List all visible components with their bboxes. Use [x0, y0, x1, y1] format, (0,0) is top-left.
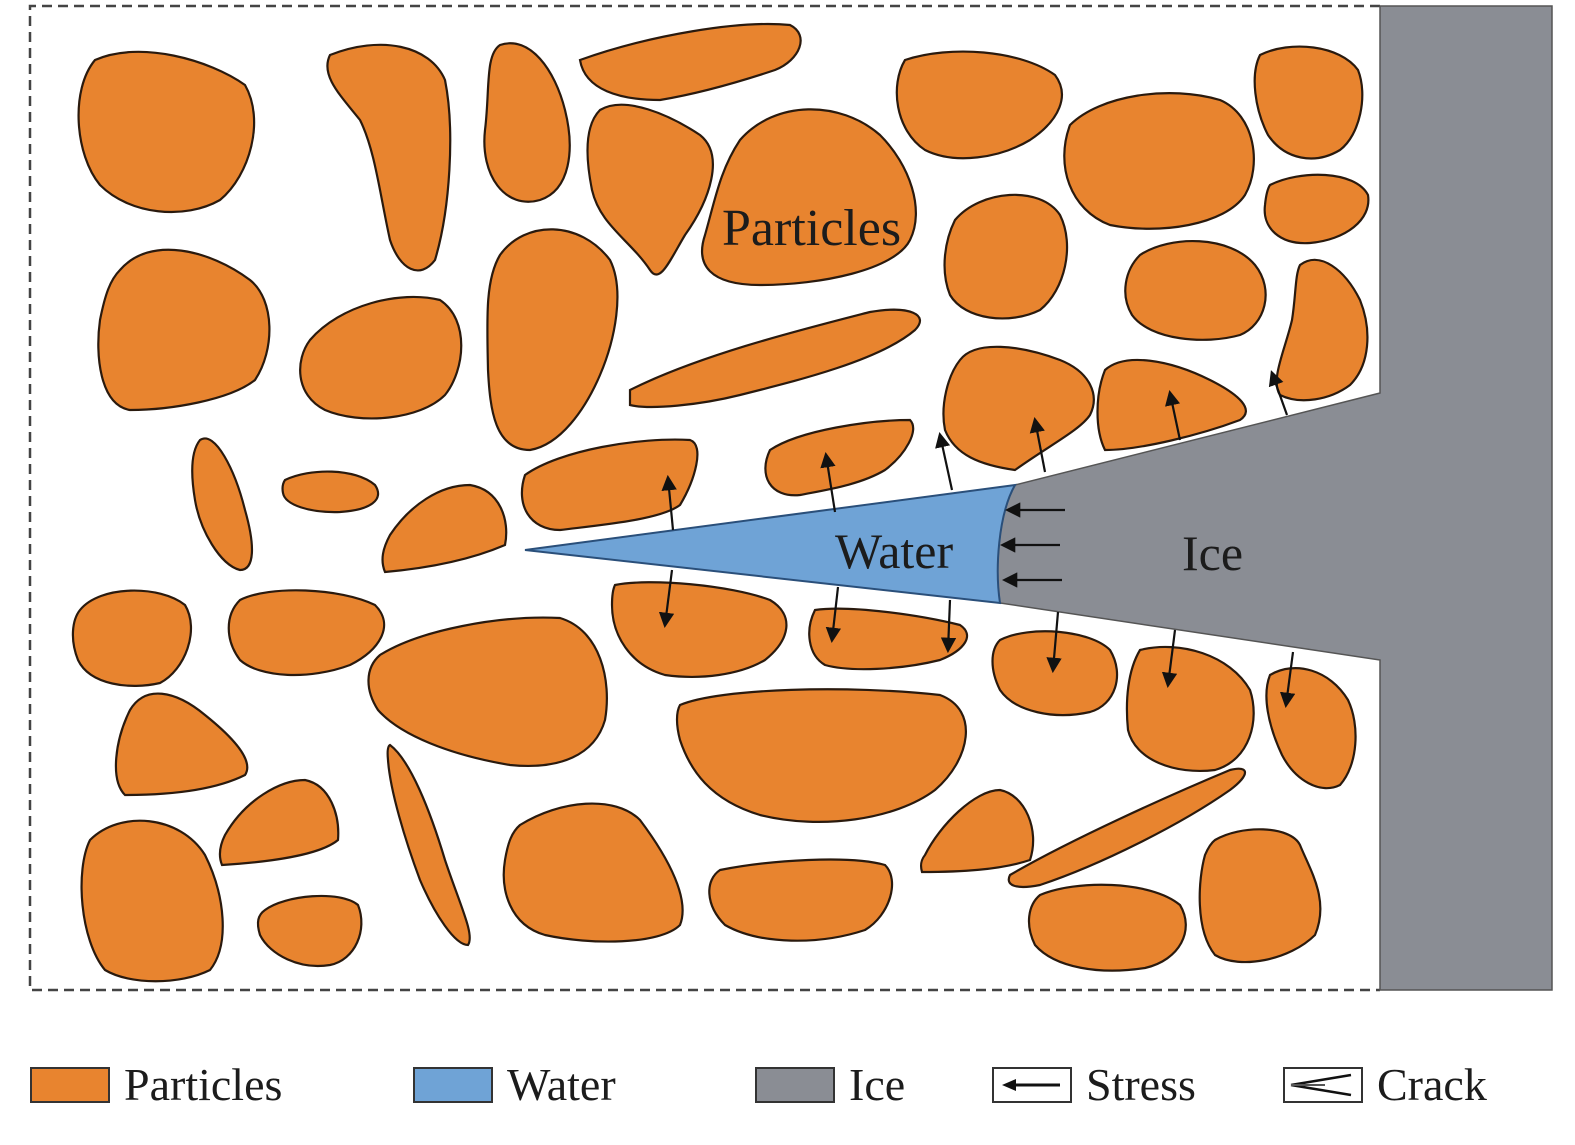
crack-icon	[1283, 1067, 1363, 1103]
stress-arrow	[1279, 651, 1296, 709]
particle	[97, 248, 271, 412]
particle	[895, 50, 1063, 160]
ice-label: Ice	[1182, 525, 1243, 581]
particle	[700, 108, 917, 287]
particle	[1125, 645, 1255, 772]
particle	[1198, 828, 1322, 964]
water-label: Water	[835, 523, 953, 579]
stress-arrow	[940, 599, 957, 654]
particles-swatch	[30, 1067, 110, 1103]
particle	[80, 819, 224, 983]
particle	[1124, 240, 1267, 341]
legend-item-water: Water	[413, 1060, 616, 1110]
particles-group	[71, 22, 1370, 983]
stress-arrows	[658, 370, 1296, 709]
stress-arrow	[935, 431, 954, 491]
particle	[299, 295, 463, 420]
stress-arrow	[1161, 629, 1178, 689]
particle	[708, 858, 894, 942]
legend-item-ice: Ice	[755, 1060, 905, 1110]
particle	[483, 42, 571, 203]
particle	[227, 589, 386, 677]
legend-item-particles: Particles	[30, 1060, 282, 1110]
particle	[586, 103, 714, 276]
particle	[520, 438, 699, 532]
particle	[1063, 92, 1255, 230]
particle	[114, 692, 249, 797]
ice-swatch	[755, 1067, 835, 1103]
particle	[764, 418, 915, 497]
particle	[1265, 667, 1357, 790]
particle	[71, 589, 193, 687]
stress-arrow	[661, 474, 677, 531]
particle	[367, 616, 608, 767]
particle	[381, 483, 508, 574]
stress-arrow	[1268, 370, 1289, 416]
particle	[281, 470, 380, 514]
legend-label-water: Water	[507, 1059, 616, 1110]
particle	[77, 50, 256, 214]
stress-arrow	[1046, 611, 1062, 674]
particle	[919, 788, 1035, 874]
legend-item-stress: Stress	[992, 1060, 1196, 1110]
stress-arrow	[825, 586, 842, 644]
particle	[326, 43, 452, 272]
legend-label-particles: Particles	[124, 1059, 283, 1110]
particle	[943, 193, 1069, 320]
legend-label-crack: Crack	[1377, 1059, 1487, 1110]
legend-item-crack: Crack	[1283, 1060, 1487, 1110]
legend-label-ice: Ice	[849, 1059, 906, 1110]
particle	[486, 228, 619, 452]
particle	[675, 688, 967, 823]
water-swatch	[413, 1067, 493, 1103]
particle	[256, 894, 363, 968]
particle	[191, 437, 254, 572]
particle	[1263, 173, 1370, 245]
particles-label: Particles	[722, 200, 901, 257]
particle	[1253, 45, 1364, 160]
stress-arrow-icon	[992, 1067, 1072, 1103]
stress-arrow	[1165, 389, 1182, 441]
particle	[991, 630, 1119, 717]
stress-arrow	[1029, 416, 1047, 473]
particle	[578, 22, 802, 102]
particle	[628, 308, 922, 409]
particle	[1275, 258, 1369, 402]
particle	[502, 802, 684, 943]
particle	[386, 743, 471, 947]
particle	[1027, 883, 1187, 972]
particle	[808, 607, 968, 671]
legend-label-stress: Stress	[1086, 1059, 1196, 1110]
water-film	[524, 483, 1017, 605]
particle	[1007, 767, 1247, 889]
particle	[942, 345, 1095, 472]
stress-arrow	[820, 451, 837, 513]
soil-domain-boundary	[28, 4, 1380, 992]
particle	[610, 581, 788, 678]
stress-arrow	[658, 569, 675, 629]
particle	[218, 778, 340, 867]
